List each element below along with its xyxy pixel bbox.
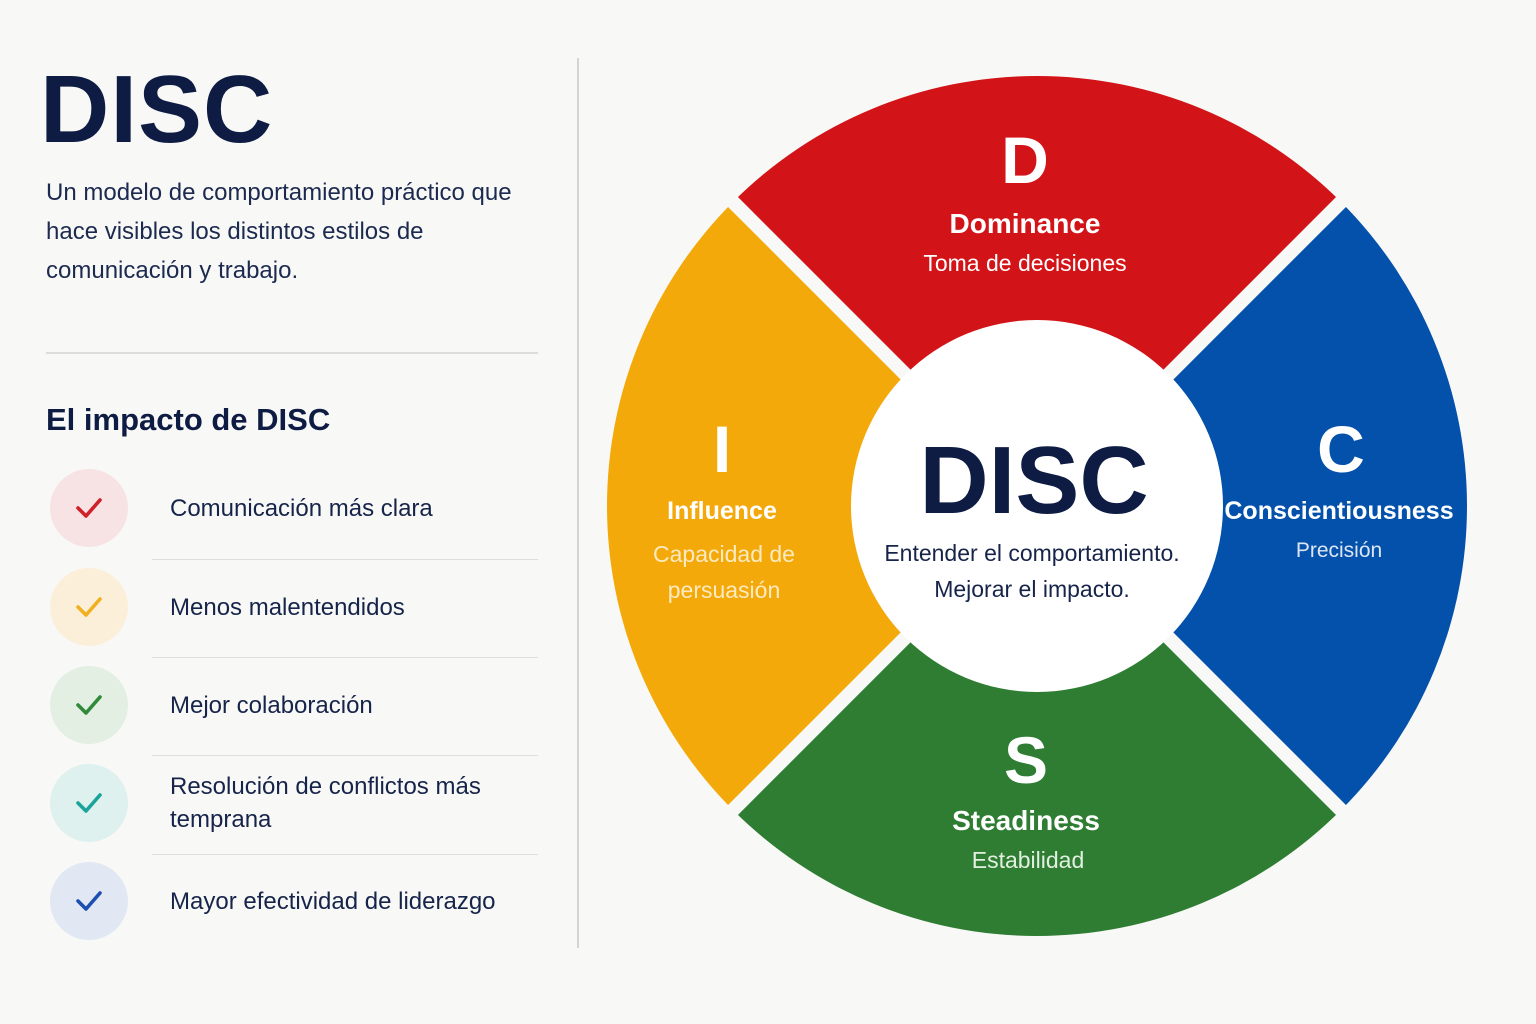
row-divider	[152, 854, 538, 855]
steadiness-letter: S	[1004, 723, 1048, 797]
steadiness-description: Estabilidad	[972, 847, 1085, 873]
influence-description-line2: persuasión	[668, 577, 781, 603]
check-icon	[50, 764, 128, 842]
left-panel: DISC Un modelo de comportamiento práctic…	[0, 0, 578, 1024]
benefit-item-clear-communication: Comunicación más clara	[50, 469, 540, 549]
vertical-divider	[577, 58, 579, 948]
center-title: DISC	[919, 427, 1148, 534]
steadiness-segment	[732, 612, 1342, 936]
benefit-label: Comunicación más clara	[170, 494, 433, 522]
segment-gap	[720, 189, 943, 412]
benefit-item-early-conflict-resolution: Resolución de conflictos más temprana	[50, 764, 540, 844]
conscientiousness-letter: C	[1317, 412, 1365, 486]
check-icon	[50, 469, 128, 547]
dominance-letter: D	[1001, 123, 1049, 197]
influence-description-line1: Capacidad de	[653, 541, 795, 567]
center-line2: Mejorar el impacto.	[934, 576, 1130, 602]
check-icon	[50, 666, 128, 744]
conscientiousness-segment	[1143, 201, 1467, 811]
dominance-name: Dominance	[950, 208, 1101, 239]
influence-segment	[607, 201, 931, 811]
benefit-label: Mejor colaboración	[170, 691, 373, 719]
influence-letter: I	[713, 412, 731, 486]
segment-gap	[1131, 600, 1354, 823]
segment-gap	[720, 600, 943, 823]
conscientiousness-name: Conscientiousness	[1224, 497, 1453, 525]
check-icon	[50, 862, 128, 940]
benefit-label: Mayor efectividad de liderazgo	[170, 887, 496, 915]
dominance-description: Toma de decisiones	[923, 250, 1126, 276]
influence-name: Influence	[667, 497, 777, 525]
row-divider	[152, 657, 538, 658]
benefit-item-fewer-misunderstandings: Menos malentendidos	[50, 568, 540, 648]
check-icon	[50, 568, 128, 646]
row-divider	[152, 755, 538, 756]
conscientiousness-description: Precisión	[1296, 539, 1382, 562]
impact-heading: El impacto de DISC	[46, 402, 331, 437]
segment-gap	[1131, 189, 1354, 412]
page-title: DISC	[40, 56, 274, 163]
steadiness-name: Steadiness	[952, 805, 1100, 836]
benefit-label: Menos malentendidos	[170, 593, 405, 621]
dominance-segment	[732, 76, 1342, 400]
page-subtitle: Un modelo de comportamiento práctico que…	[46, 179, 512, 284]
benefit-item-leadership-effectiveness: Mayor efectividad de liderazgo	[50, 862, 540, 942]
row-divider	[152, 559, 538, 560]
benefit-label: Resolución de conflictos más temprana	[170, 773, 481, 833]
horizontal-divider	[46, 352, 538, 354]
center-line1: Entender el comportamiento.	[884, 540, 1179, 566]
center-circle	[851, 320, 1223, 692]
benefit-item-better-collaboration: Mejor colaboración	[50, 666, 540, 746]
segment-gaps	[720, 189, 1354, 823]
